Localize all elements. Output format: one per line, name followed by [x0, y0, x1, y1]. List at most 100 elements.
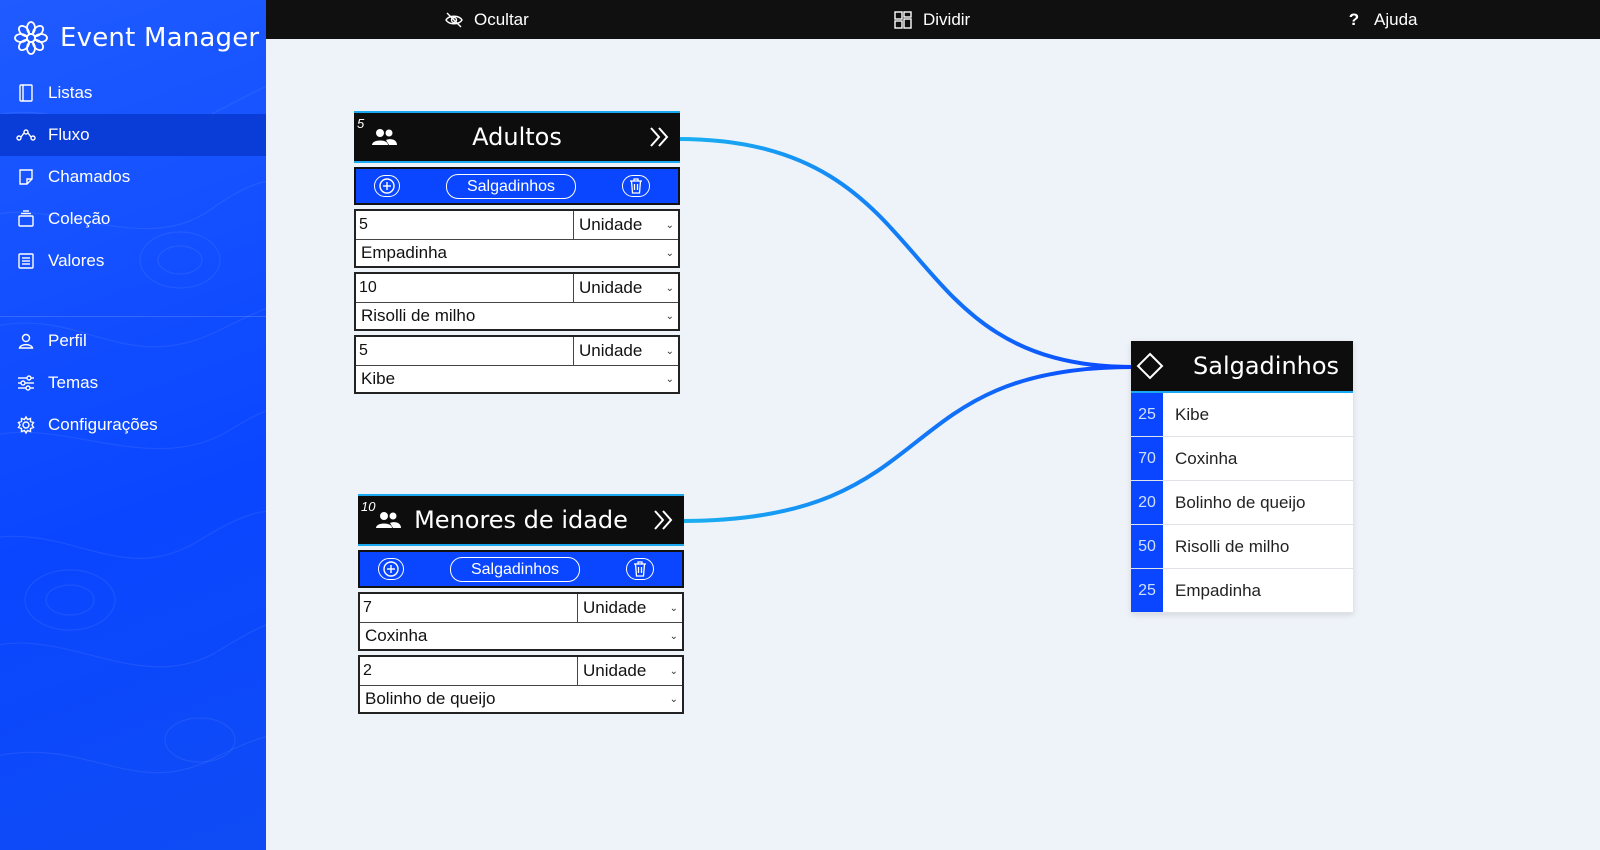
- chevron-down-icon: ⌄: [669, 693, 678, 705]
- category-title: Salgadinhos: [1193, 352, 1340, 380]
- category-items: 25 Kibe 70 Coxinha 20 Bolinho de queijo …: [1131, 393, 1353, 613]
- help-icon: ?: [1348, 9, 1360, 29]
- node-title: Adultos: [472, 123, 562, 151]
- product-select[interactable]: Coxinha⌄: [360, 623, 682, 649]
- node-toolbar: Salgadinhos: [358, 550, 684, 588]
- sidebar: Event Manager Listas Fluxo Chamados Cole…: [0, 0, 266, 850]
- chevron-down-icon: ⌄: [669, 630, 678, 642]
- sidebar-divider: [0, 282, 266, 317]
- list-item: 20 Bolinho de queijo: [1131, 481, 1353, 525]
- chevron-down-icon: ⌄: [665, 310, 674, 322]
- product-select[interactable]: Kibe ⌄: [356, 366, 678, 392]
- sidebar-item-label: Valores: [48, 251, 105, 270]
- product-select[interactable]: Bolinho de queijo ⌄: [360, 686, 682, 712]
- category-header[interactable]: Salgadinhos: [1131, 341, 1353, 393]
- connection-lines: [677, 137, 1133, 523]
- delete-button[interactable]: [622, 175, 650, 197]
- unit-select[interactable]: Unidade ⌄: [578, 594, 682, 622]
- brand[interactable]: Event Manager: [14, 16, 259, 60]
- item-total: 50: [1131, 525, 1163, 568]
- sidebar-item-label: Chamados: [48, 167, 131, 186]
- quantity-input[interactable]: 7: [360, 594, 578, 622]
- link-adultos: [677, 137, 1133, 369]
- chevron-down-icon: ⌄: [665, 373, 674, 385]
- sidebar-item-perfil[interactable]: Perfil: [0, 320, 266, 362]
- product-select[interactable]: Risolli de milho ⌄: [356, 303, 678, 329]
- category-node-salgadinhos[interactable]: Salgadinhos 25 Kibe 70 Coxinha 20 Bolinh…: [1131, 341, 1353, 613]
- people-icon: [376, 512, 401, 528]
- node-header[interactable]: 5 Adultos: [354, 111, 680, 163]
- category-pill[interactable]: Salgadinhos: [446, 174, 576, 199]
- sidebar-item-valores[interactable]: Valores: [0, 240, 266, 282]
- unit-select[interactable]: Unidade⌄: [574, 211, 678, 239]
- chevron-down-icon: ⌄: [669, 602, 678, 614]
- chevron-down-icon: ⌄: [665, 247, 674, 259]
- delete-button[interactable]: [626, 558, 654, 580]
- unit-select[interactable]: Unidade⌄: [574, 274, 678, 302]
- hide-label: Ocultar: [474, 9, 529, 29]
- sidebar-item-configuracoes[interactable]: Configurações: [0, 404, 266, 446]
- chevron-down-icon: ⌄: [669, 665, 678, 677]
- product-select[interactable]: Empadinha ⌄: [356, 240, 678, 266]
- sidebar-item-colecao[interactable]: Coleção: [0, 198, 266, 240]
- node-header[interactable]: 10 Menores de idade: [358, 494, 684, 546]
- unit-select[interactable]: Unidade⌄: [574, 337, 678, 365]
- flow-canvas[interactable]: 5 Adultos Salgadinhos 5 Unidade⌄ Empadin…: [266, 39, 1600, 850]
- sidebar-item-label: Configurações: [48, 415, 158, 434]
- sidebar-item-fluxo[interactable]: Fluxo: [0, 114, 266, 156]
- quantity-input[interactable]: 2: [360, 657, 578, 685]
- user-icon: [18, 333, 34, 349]
- values-icon: [18, 253, 34, 269]
- eye-off-icon: [445, 12, 463, 27]
- item-total: 25: [1131, 393, 1163, 436]
- flow-icon: [16, 129, 36, 141]
- add-item-button[interactable]: [378, 558, 404, 580]
- collection-icon: [18, 210, 34, 227]
- sidebar-item-temas[interactable]: Temas: [0, 362, 266, 404]
- quantity-input[interactable]: 10: [356, 274, 574, 302]
- gear-icon: [17, 415, 35, 435]
- product-value: Risolli de milho: [361, 306, 476, 325]
- chevron-down-icon: ⌄: [665, 345, 674, 357]
- product-value: Bolinho de queijo: [365, 689, 496, 708]
- expand-arrow-icon[interactable]: [652, 508, 674, 532]
- sliders-icon: [18, 375, 34, 391]
- hide-button[interactable]: Ocultar: [444, 0, 529, 39]
- quantity-input[interactable]: 5: [356, 337, 574, 365]
- sidebar-item-label: Listas: [48, 83, 93, 102]
- sidebar-nav-secondary: Perfil Temas Configurações: [0, 320, 266, 446]
- sidebar-item-chamados[interactable]: Chamados: [0, 156, 266, 198]
- item-name: Empadinha: [1175, 580, 1262, 600]
- group-node-menores[interactable]: 10 Menores de idade Salgadinhos 7 Unidad…: [358, 494, 684, 714]
- people-icon: [372, 129, 397, 145]
- item-entry: 7 Unidade ⌄ Coxinha⌄: [358, 592, 684, 651]
- quantity-input[interactable]: 5: [356, 211, 574, 239]
- node-count: 5: [357, 116, 365, 131]
- product-value: Empadinha: [361, 243, 448, 262]
- list-item: 25 Kibe: [1131, 393, 1353, 437]
- list-item: 50 Risolli de milho: [1131, 525, 1353, 569]
- split-button[interactable]: Dividir: [893, 0, 970, 39]
- plus-circle-icon: [383, 561, 399, 577]
- diamond-icon: [1136, 352, 1164, 380]
- item-entry: 10 Unidade⌄ Risolli de milho ⌄: [354, 272, 680, 331]
- expand-arrow-icon[interactable]: [648, 125, 670, 149]
- product-value: Kibe: [361, 369, 396, 388]
- split-layout-icon: [894, 10, 912, 29]
- sidebar-item-listas[interactable]: Listas: [0, 72, 266, 114]
- group-node-adultos[interactable]: 5 Adultos Salgadinhos 5 Unidade⌄ Empadin…: [354, 111, 680, 394]
- unit-value: Unidade: [583, 598, 647, 617]
- help-button[interactable]: ? Ajuda: [1344, 0, 1418, 39]
- sidebar-item-label: Coleção: [48, 209, 111, 228]
- item-total: 70: [1131, 437, 1163, 480]
- item-name: Bolinho de queijo: [1175, 492, 1306, 512]
- item-entry: 5 Unidade⌄ Empadinha ⌄: [354, 209, 680, 268]
- plus-circle-icon: [379, 178, 395, 194]
- category-pill[interactable]: Salgadinhos: [450, 557, 580, 582]
- notes-icon: [19, 169, 33, 185]
- add-item-button[interactable]: [374, 175, 400, 197]
- unit-select[interactable]: Unidade⌄: [578, 657, 682, 685]
- list-item: 70 Coxinha: [1131, 437, 1353, 481]
- node-title: Menores de idade: [414, 506, 628, 534]
- link-menores: [681, 365, 1133, 523]
